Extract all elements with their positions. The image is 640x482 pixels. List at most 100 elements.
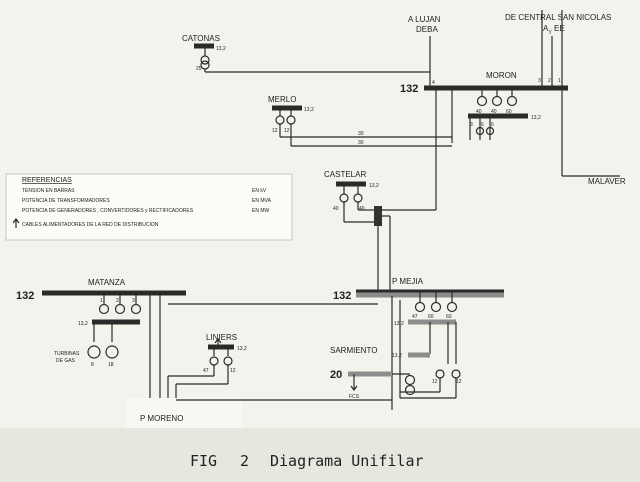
liniers-num-12: 12 [230,368,236,374]
matanza-gas-turbine-2-icon [105,345,119,359]
pmejia-transformer-1-icon [414,301,426,313]
cable-arrow-icon [12,218,20,228]
sarmiento-fcs-arrow-icon [350,385,358,391]
catonas-voltage: 13,2 [216,46,226,52]
moron-tr-rating-1: 40 [476,109,482,115]
pmejia-tr-rating-2: 60 [428,314,434,320]
turbine-1-rating: 8 [91,362,94,368]
moron-transformer-3-icon [506,95,518,107]
catonas-label: CATONAS [182,34,220,43]
castelar-breaker-icon [374,206,382,226]
pmoreno-label: P MORENO [140,414,183,423]
moron-13-voltage: 13,2 [531,115,541,121]
moron-13-num-3: 3 [470,122,473,128]
ref-row-2-unit: EN MVA [252,198,271,204]
footer-band [0,428,640,482]
pmejia-132-label: 132 [333,290,351,302]
moron-13-num-6: 6 [481,122,484,128]
ref-row-1: TENSION EN BARRAS [22,188,75,194]
ref-row-4: CABLES ALIMENTADORES DE LA RED DE DISTRI… [22,222,159,228]
merlo-num-12b: 12 [284,128,290,134]
sarmiento-rectifier-1-icon [404,374,416,386]
pmejia-label: P MEJIA [392,277,424,286]
central-num-3: 3 [538,78,541,84]
a-lujan-label: A LUJAN [408,15,441,24]
moron-13-num-6b: 6 [491,122,494,128]
liniers-label: LINIERS [206,333,237,342]
ref-row-3-unit: EN MW [252,208,270,214]
ref-row-3: POTENCIA DE GENERADORES , CONVERTIDORES … [22,208,194,214]
caption-fig: FIG [190,452,217,470]
moron-tr-rating-3: 60 [506,109,512,115]
liniers-transformer-1-icon [209,356,219,366]
malaver-label: MALAVER [588,177,626,186]
pmejia-13a-voltage: 13,2 [394,321,404,327]
catonas-transformer-icon [200,55,210,65]
matanza-13-voltage: 13,2 [78,321,88,327]
matanza-transformer-3-icon [130,303,142,315]
pmejia-tr-rating-3: 60 [446,314,452,320]
sarmiento-rectifier-2-icon [404,384,416,396]
turbinas-label: TURBINAS [54,351,80,357]
merlo-transformer-1-icon [275,115,285,125]
de-gas-label: DE GAS [56,358,76,364]
moron-13-gen-icon-2 [485,126,495,136]
moron-num-4: 4 [432,80,435,86]
liniers-feeder-arrow-icon [214,338,222,347]
liniers-num-47: 47 [203,368,209,374]
fcs-label: FCS [349,394,360,400]
matanza-num-3: 3 [132,298,135,304]
central-num-2: 2 [548,78,551,84]
liniers-voltage: 13,2 [237,346,247,352]
ay-ee-tail: EE [554,24,565,33]
castelar-label: CASTELAR [324,170,366,179]
matanza-transformer-1-icon [98,303,110,315]
moron-132-label: 132 [400,83,418,95]
merlo-voltage: 13,2 [304,107,314,113]
merlo-line-30: 30 [358,131,364,137]
caption-title: Diagrama Unifilar [270,452,424,470]
castelar-num-40b: 40 [359,206,365,212]
pmejia-tr-rating-1: 47 [412,314,418,320]
merlo-transformer-2-icon [286,115,296,125]
matanza-num-2: 2 [116,298,119,304]
catonas-transformer-icon-2 [200,60,210,70]
castelar-voltage: 13,2 [369,183,379,189]
matanza-num-1: 1 [100,298,103,304]
pmoreno-box [126,398,242,428]
turbine-2-rating: 18 [108,362,114,368]
deba-label: DEBA [416,25,438,34]
merlo-label: MERLO [268,95,296,104]
ref-row-2: POTENCIA DE TRANSFORMADORES [22,198,110,204]
moron-label: MORON [486,71,517,80]
matanza-gas-turbine-1-icon [87,345,101,359]
castelar-transformer-1-icon [339,193,349,203]
references-box [5,173,293,241]
castelar-transformer-2-icon [353,193,363,203]
moron-transformer-1-icon [476,95,488,107]
pmejia-13b-voltage: 13,2 [392,353,402,359]
references-title: REFERENCIAS [22,177,72,184]
central-num-1: 1 [558,78,561,84]
catonas-rating: 25 [196,66,202,72]
ref-row-1-unit: EN kV [252,188,267,194]
de-central-label: DE CENTRAL SAN NICOLAS [505,13,611,22]
pmejia-lower-tr-1-icon [435,369,445,379]
matanza-transformer-2-icon [114,303,126,315]
pmejia-lower-tr-2-icon [451,369,461,379]
castelar-num-40a: 40 [333,206,339,212]
pmejia-lower-num-12b: 12 [456,379,462,385]
pmejia-transformer-2-icon [430,301,442,313]
ay-ee-sub: y [549,29,552,35]
merlo-num-12a: 12 [272,128,278,134]
liniers-transformer-2-icon [223,356,233,366]
matanza-label: MATANZA [88,278,126,287]
pmejia-transformer-3-icon [446,301,458,313]
merlo-line-30b: 30 [358,140,364,146]
pmejia-lower-num-12a: 12 [432,379,438,385]
caption-num: 2 [240,452,249,470]
ay-ee-prefix: A [543,24,549,33]
moron-13-gen-icon-1 [475,126,485,136]
